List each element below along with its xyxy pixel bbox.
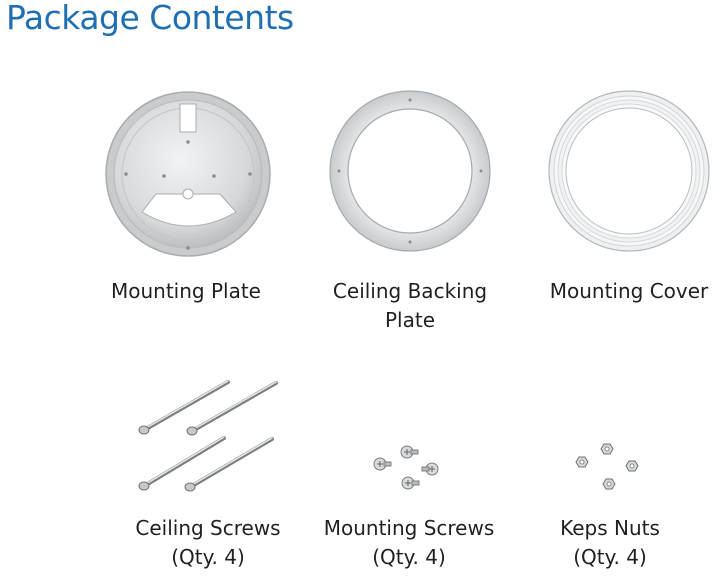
page-title: Package Contents — [6, 0, 294, 37]
item-label: Mounting Plate — [111, 279, 261, 303]
mounting-cover-icon — [548, 90, 710, 252]
item-label: Ceiling Screws (Qty. 4) — [135, 516, 281, 569]
keps-nuts-icon — [575, 443, 639, 490]
item-label: Mounting Cover — [549, 279, 709, 303]
ceiling-backing-plate-icon — [329, 90, 491, 252]
mounting-screws-icon — [373, 445, 439, 490]
item-label: Mounting Screws (Qty. 4) — [323, 516, 495, 569]
mounting-plate-icon — [105, 91, 271, 257]
ceiling-screws-icon — [138, 380, 278, 492]
item-label: Keps Nuts (Qty. 4) — [560, 516, 660, 569]
item-label: Ceiling Backing Plate — [332, 279, 488, 332]
